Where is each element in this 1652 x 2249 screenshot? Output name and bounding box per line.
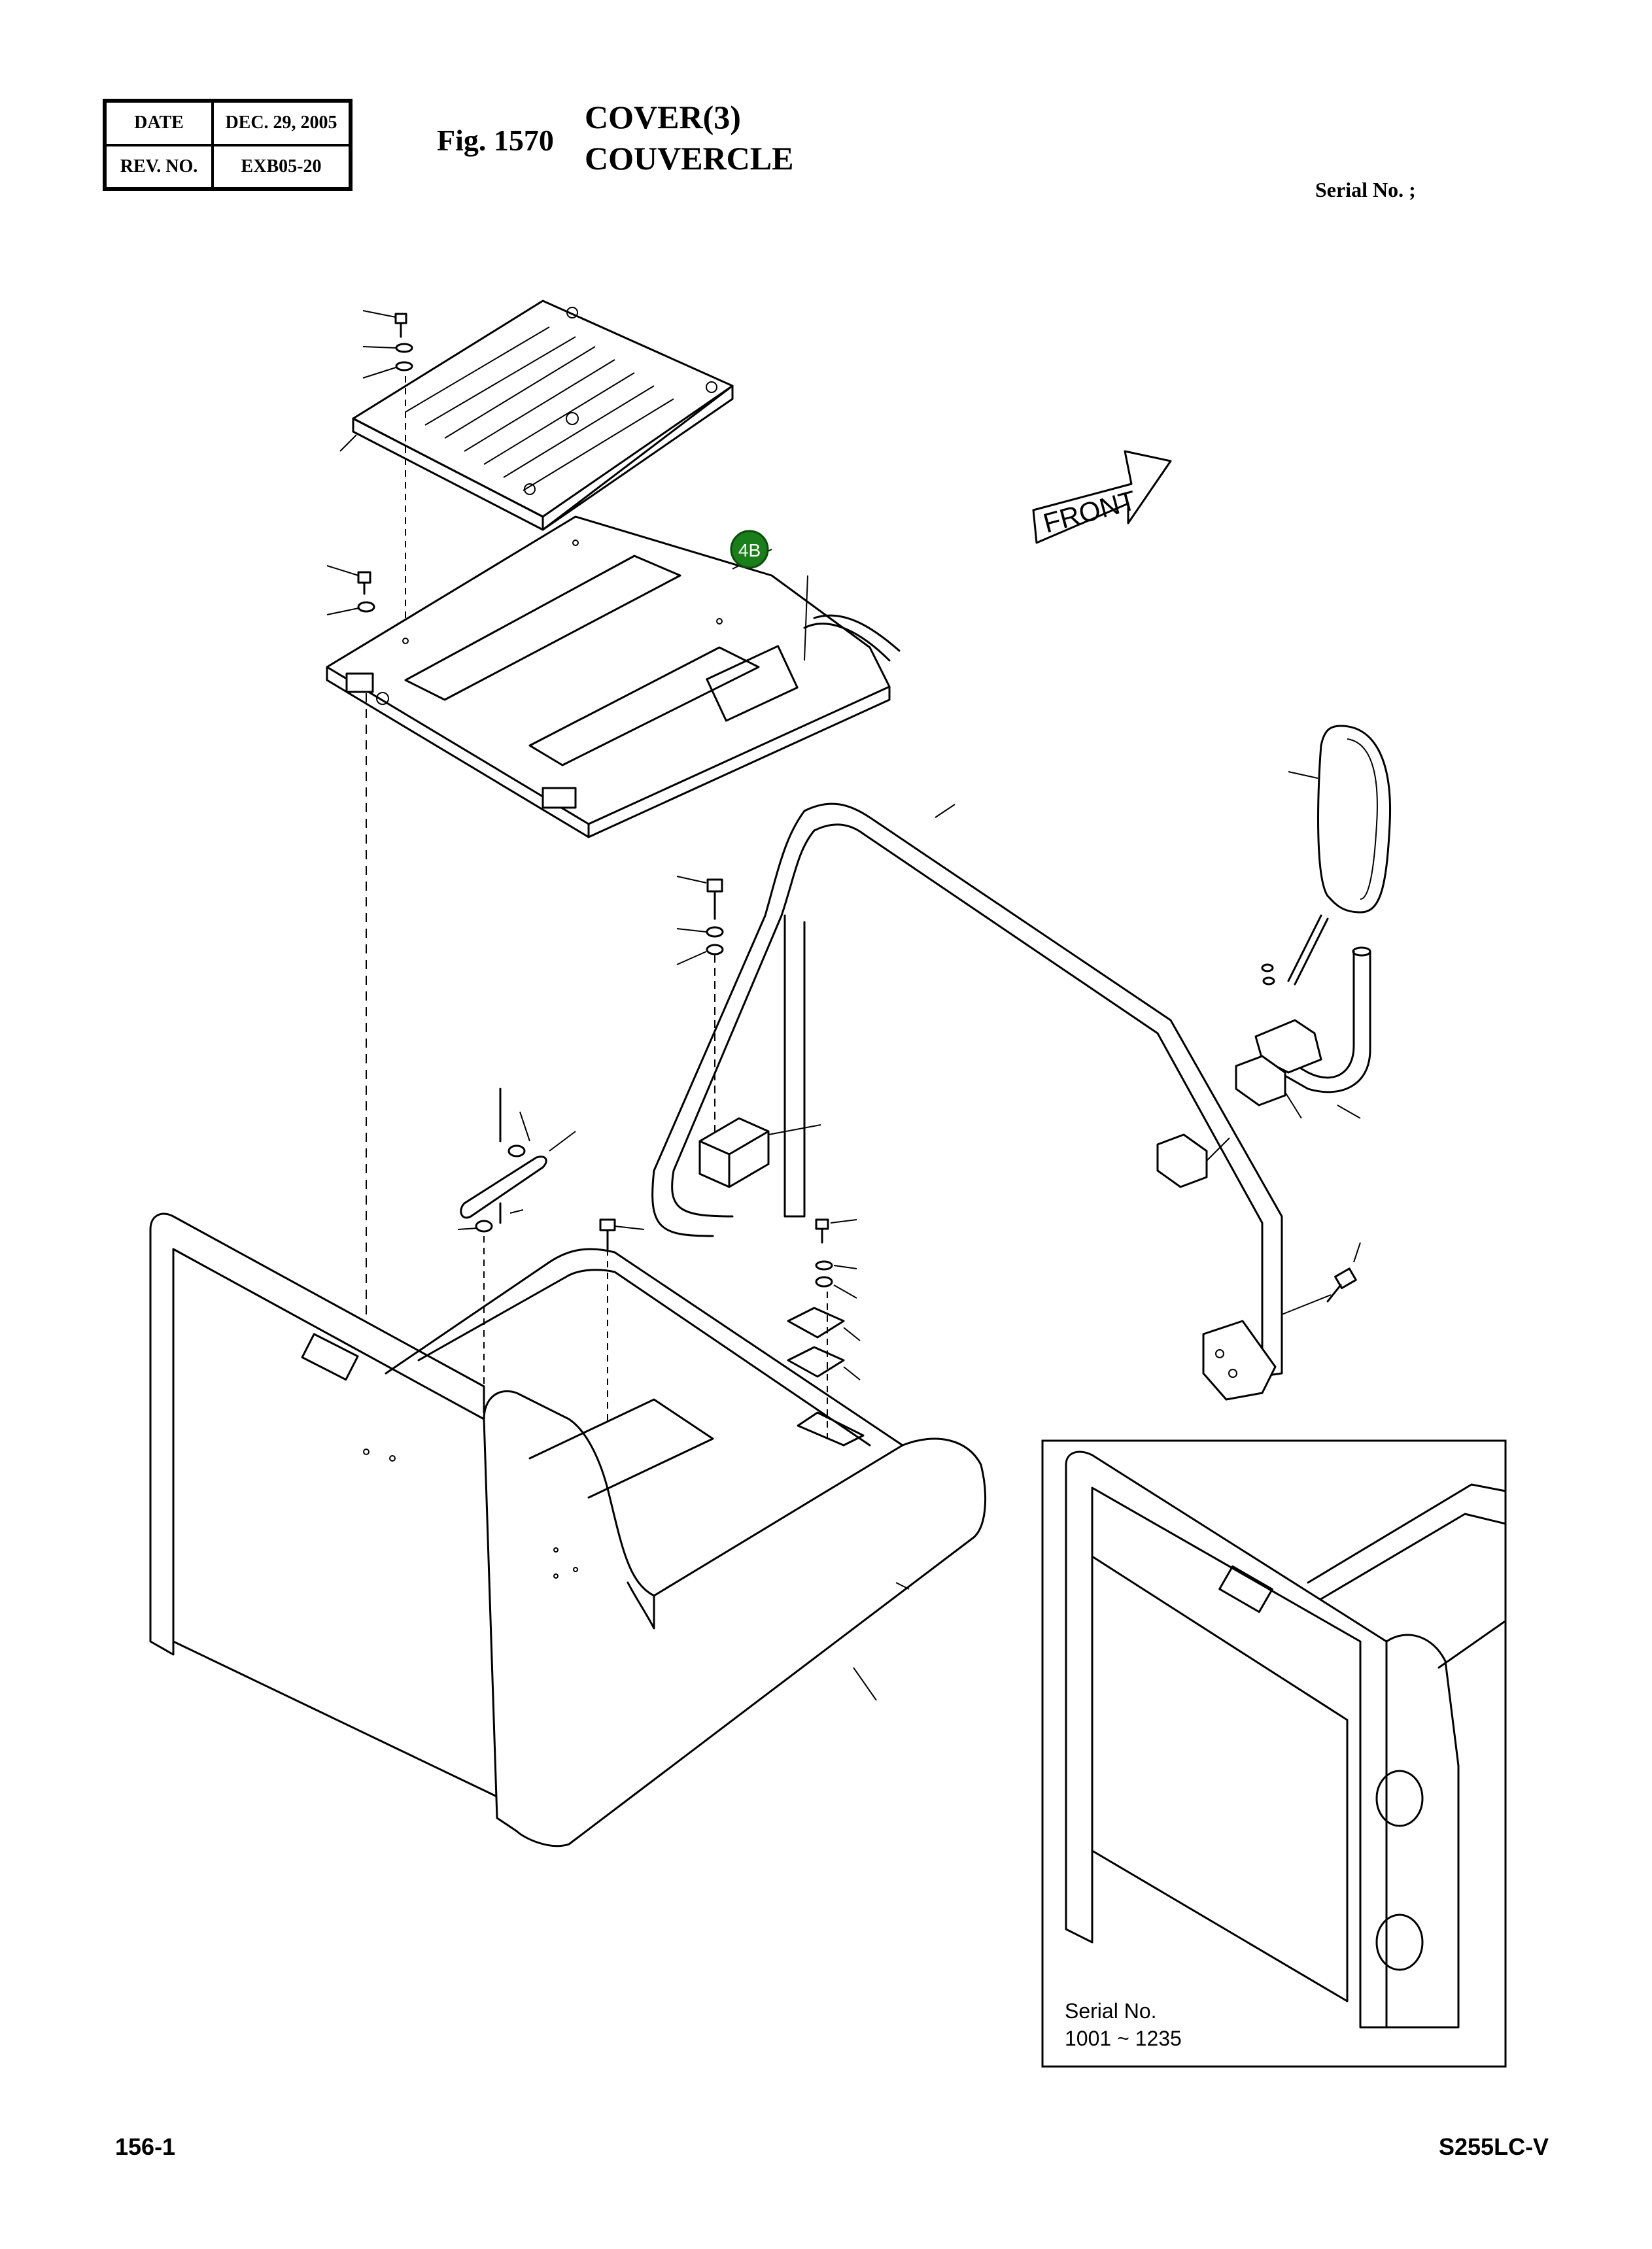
serial-number-label: Serial No. ; [1315, 178, 1416, 201]
guard-rail [651, 802, 1283, 1381]
bolt-set-rail [676, 876, 724, 1135]
page-number: 156-1 [115, 2133, 176, 2160]
title-french: COUVERCLE [585, 140, 794, 177]
model-code: S255LC-V [1439, 2133, 1549, 2160]
revision-table: DATE DEC. 29, 2005 REV. NO. EXB05-20 [103, 99, 353, 191]
inset-serial-range: 1001 ~ 1235 [1065, 2027, 1182, 2050]
bolt-set-middle [599, 1218, 857, 1426]
callout-badge-4b: 4B [730, 530, 769, 569]
rev-value: EXB05-20 [213, 145, 350, 188]
cab-base-box [149, 1212, 986, 1847]
front-arrow-label: FRONT [1040, 485, 1139, 539]
front-arrow: FRONT [1032, 450, 1172, 544]
rail-foot-bracket [1202, 1242, 1361, 1401]
bolt-set-top [339, 310, 413, 641]
rev-label: REV. NO. [105, 145, 213, 188]
support-plates [787, 1292, 861, 1439]
link-rod [457, 1088, 576, 1393]
title-english: COVER(3) [585, 99, 741, 135]
cover-panel [326, 515, 901, 838]
mirror-stay [1254, 914, 1371, 1119]
date-value: DEC. 29, 2005 [213, 101, 350, 145]
callout-badge-text: 4B [738, 540, 761, 560]
mirror-clamps [1156, 1055, 1302, 1188]
inset-serial-note: Serial No. 1001 ~ 1235 [1065, 1997, 1182, 2052]
rail-clamp [698, 1117, 821, 1188]
inset-detail-box [1041, 1439, 1507, 2068]
date-label: DATE [105, 101, 213, 145]
mirror [1288, 725, 1392, 914]
grille-plate [352, 300, 734, 531]
figure-number: Fig. 1570 [437, 124, 554, 157]
inset-serial-label: Serial No. [1065, 1999, 1157, 2023]
